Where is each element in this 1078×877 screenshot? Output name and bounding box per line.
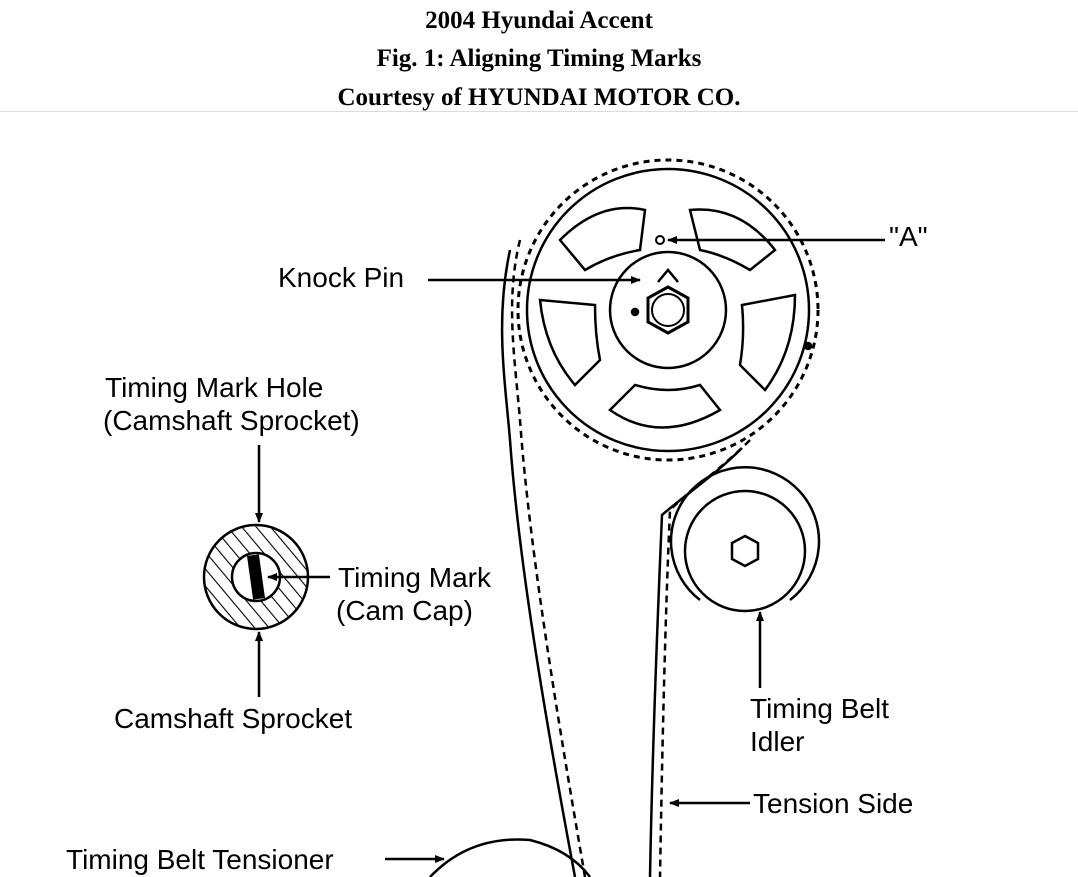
label-timing-mark: Timing Mark (338, 562, 492, 593)
diagram-labels: "A" Knock Pin Timing Mark Hole (Camshaft… (66, 221, 928, 875)
figure-title: Fig. 1: Aligning Timing Marks (376, 45, 702, 72)
label-tension-side: Tension Side (753, 788, 913, 819)
label-idler: Timing Belt (750, 693, 889, 724)
timing-belt-idler (669, 466, 821, 613)
label-knock-pin: Knock Pin (278, 262, 404, 293)
courtesy-line: Courtesy of HYUNDAI MOTOR CO. (337, 84, 741, 111)
label-camshaft-sprocket: Camshaft Sprocket (114, 703, 352, 734)
label-timing-mark-sub: (Cam Cap) (336, 595, 473, 626)
callout-arrows (255, 236, 885, 863)
vehicle-title: 2004 Hyundai Accent (425, 7, 653, 34)
label-tensioner: Timing Belt Tensioner (66, 844, 334, 875)
label-idler-sub: Idler (750, 726, 804, 757)
label-timing-mark-hole-sub: (Camshaft Sprocket) (103, 405, 360, 436)
timing-belt (500, 239, 751, 877)
timing-belt-tensioner (429, 838, 592, 877)
label-a-mark: "A" (889, 221, 928, 252)
label-timing-mark-hole: Timing Mark Hole (105, 372, 323, 403)
figure-header: 2004 Hyundai Accent Fig. 1: Aligning Tim… (0, 0, 1078, 112)
camshaft-sprocket-main (516, 158, 820, 462)
